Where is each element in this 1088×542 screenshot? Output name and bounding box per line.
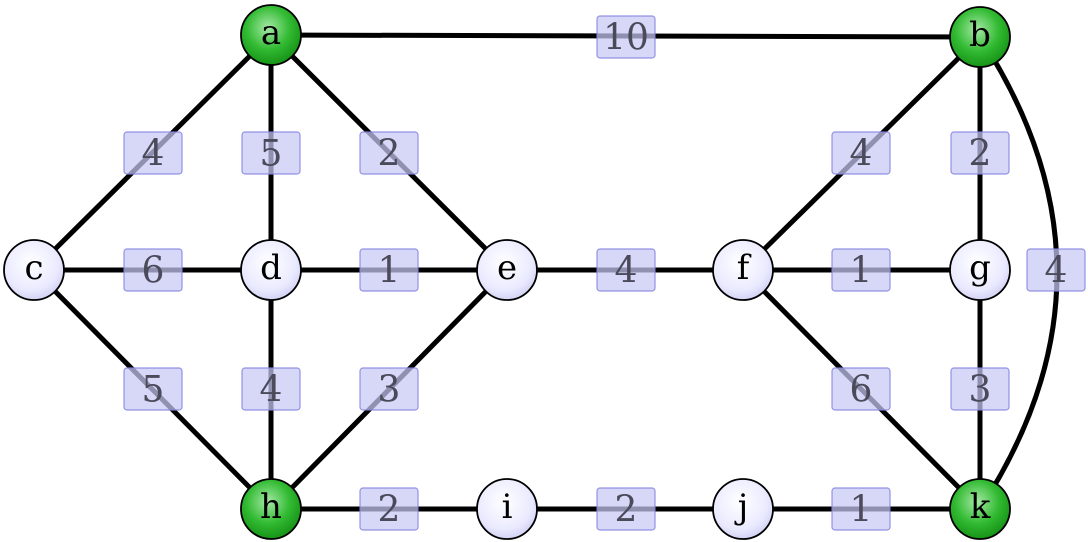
node-k: k	[949, 478, 1011, 540]
edge-weight-box	[831, 248, 891, 292]
edge-weight-box	[359, 487, 419, 531]
node-label: f	[737, 248, 752, 288]
edge-weight-box	[596, 248, 656, 292]
edge-weight-e-h: 3	[359, 367, 419, 411]
node-circle	[949, 239, 1011, 301]
edge-weight-box	[123, 248, 183, 292]
edge-weight-label: 5	[142, 370, 165, 411]
node-d: d	[240, 239, 302, 301]
edge-weight-label: 6	[850, 370, 873, 411]
edge-weight-b-k: 4	[1026, 248, 1086, 292]
highlighted-node-circle	[240, 478, 302, 540]
node-label: a	[261, 13, 281, 53]
edge-weight-label: 2	[615, 490, 638, 531]
edge-weight-box	[831, 487, 891, 531]
highlighted-node-circle	[949, 478, 1011, 540]
node-f: f	[712, 239, 774, 301]
node-label: e	[497, 248, 517, 288]
highlighted-node-circle	[949, 6, 1011, 68]
edge-weight-h-i: 2	[359, 487, 419, 531]
edge-weight-box	[831, 131, 891, 175]
edge-weight-label: 6	[142, 251, 165, 292]
node-label: k	[970, 487, 991, 527]
edge-weight-b-g: 2	[950, 131, 1010, 175]
node-label: h	[260, 487, 282, 527]
node-b: b	[949, 6, 1011, 68]
node-i: i	[476, 478, 538, 540]
node-label: i	[502, 487, 513, 527]
edge-weight-a-b: 10	[596, 15, 656, 59]
edge-weight-a-c: 4	[123, 131, 183, 175]
edge-weight-label: 10	[603, 18, 649, 59]
edge-weight-label: 2	[378, 490, 401, 531]
edge-weights-layer: 10 4 5 2 6 1 5 4 3 4 4 1 6 2 3 4 2 2 1	[123, 15, 1086, 531]
edge-weight-box	[123, 367, 183, 411]
node-label: j	[734, 487, 749, 527]
edge-weight-d-h: 4	[241, 367, 301, 411]
edge-weight-label: 1	[850, 490, 873, 531]
node-circle	[3, 239, 65, 301]
node-label: g	[969, 248, 991, 288]
edge-weight-label: 3	[969, 370, 992, 411]
edge-weight-box	[596, 15, 656, 59]
node-label: b	[969, 15, 991, 55]
edge-weight-label: 3	[378, 370, 401, 411]
edge-weight-box	[359, 367, 419, 411]
edge-weight-box	[241, 367, 301, 411]
edge-weight-f-k: 6	[831, 367, 891, 411]
node-circle	[476, 239, 538, 301]
edge-weight-g-k: 3	[950, 367, 1010, 411]
edge-weight-box	[241, 131, 301, 175]
edge-weight-c-h: 5	[123, 367, 183, 411]
node-circle	[476, 478, 538, 540]
edge-weight-label: 5	[260, 134, 283, 175]
node-e: e	[476, 239, 538, 301]
node-circle	[240, 239, 302, 301]
edge-weight-f-b: 4	[831, 131, 891, 175]
edge-weight-e-f: 4	[596, 248, 656, 292]
highlighted-node-circle	[240, 4, 302, 66]
edge-weight-f-g: 1	[831, 248, 891, 292]
nodes-layer: a b c d e f g h i j k	[3, 4, 1011, 540]
edge-weight-box	[950, 367, 1010, 411]
edge-weight-box	[123, 131, 183, 175]
edge-weight-label: 2	[969, 134, 992, 175]
edge-weight-box	[596, 487, 656, 531]
edge-weight-a-d: 5	[241, 131, 301, 175]
edge-weight-box	[831, 367, 891, 411]
node-a: a	[240, 4, 302, 66]
edge-weight-j-k: 1	[831, 487, 891, 531]
edges-layer	[31, 32, 1060, 512]
edge-weight-label: 4	[1045, 251, 1068, 292]
edge-weight-label: 4	[615, 251, 638, 292]
node-circle	[712, 239, 774, 301]
node-label: c	[24, 248, 43, 288]
edge-weight-label: 1	[850, 251, 873, 292]
edge-weight-label: 4	[142, 134, 165, 175]
edge-weight-i-j: 2	[596, 487, 656, 531]
edge-weight-box	[950, 131, 1010, 175]
node-label: d	[260, 248, 282, 288]
edge-weight-a-e: 2	[359, 131, 419, 175]
node-c: c	[3, 239, 65, 301]
node-circle	[712, 478, 774, 540]
edge-weight-box	[359, 131, 419, 175]
edge-weight-box	[1026, 248, 1086, 292]
node-g: g	[949, 239, 1011, 301]
edge-weight-label: 4	[850, 134, 873, 175]
edge-weight-c-d: 6	[123, 248, 183, 292]
node-j: j	[712, 478, 774, 540]
edge-weight-label: 4	[260, 370, 283, 411]
edge-weight-label: 1	[378, 251, 401, 292]
edge-weight-label: 2	[378, 134, 401, 175]
node-h: h	[240, 478, 302, 540]
edge-weight-d-e: 1	[359, 248, 419, 292]
edge-weight-box	[359, 248, 419, 292]
